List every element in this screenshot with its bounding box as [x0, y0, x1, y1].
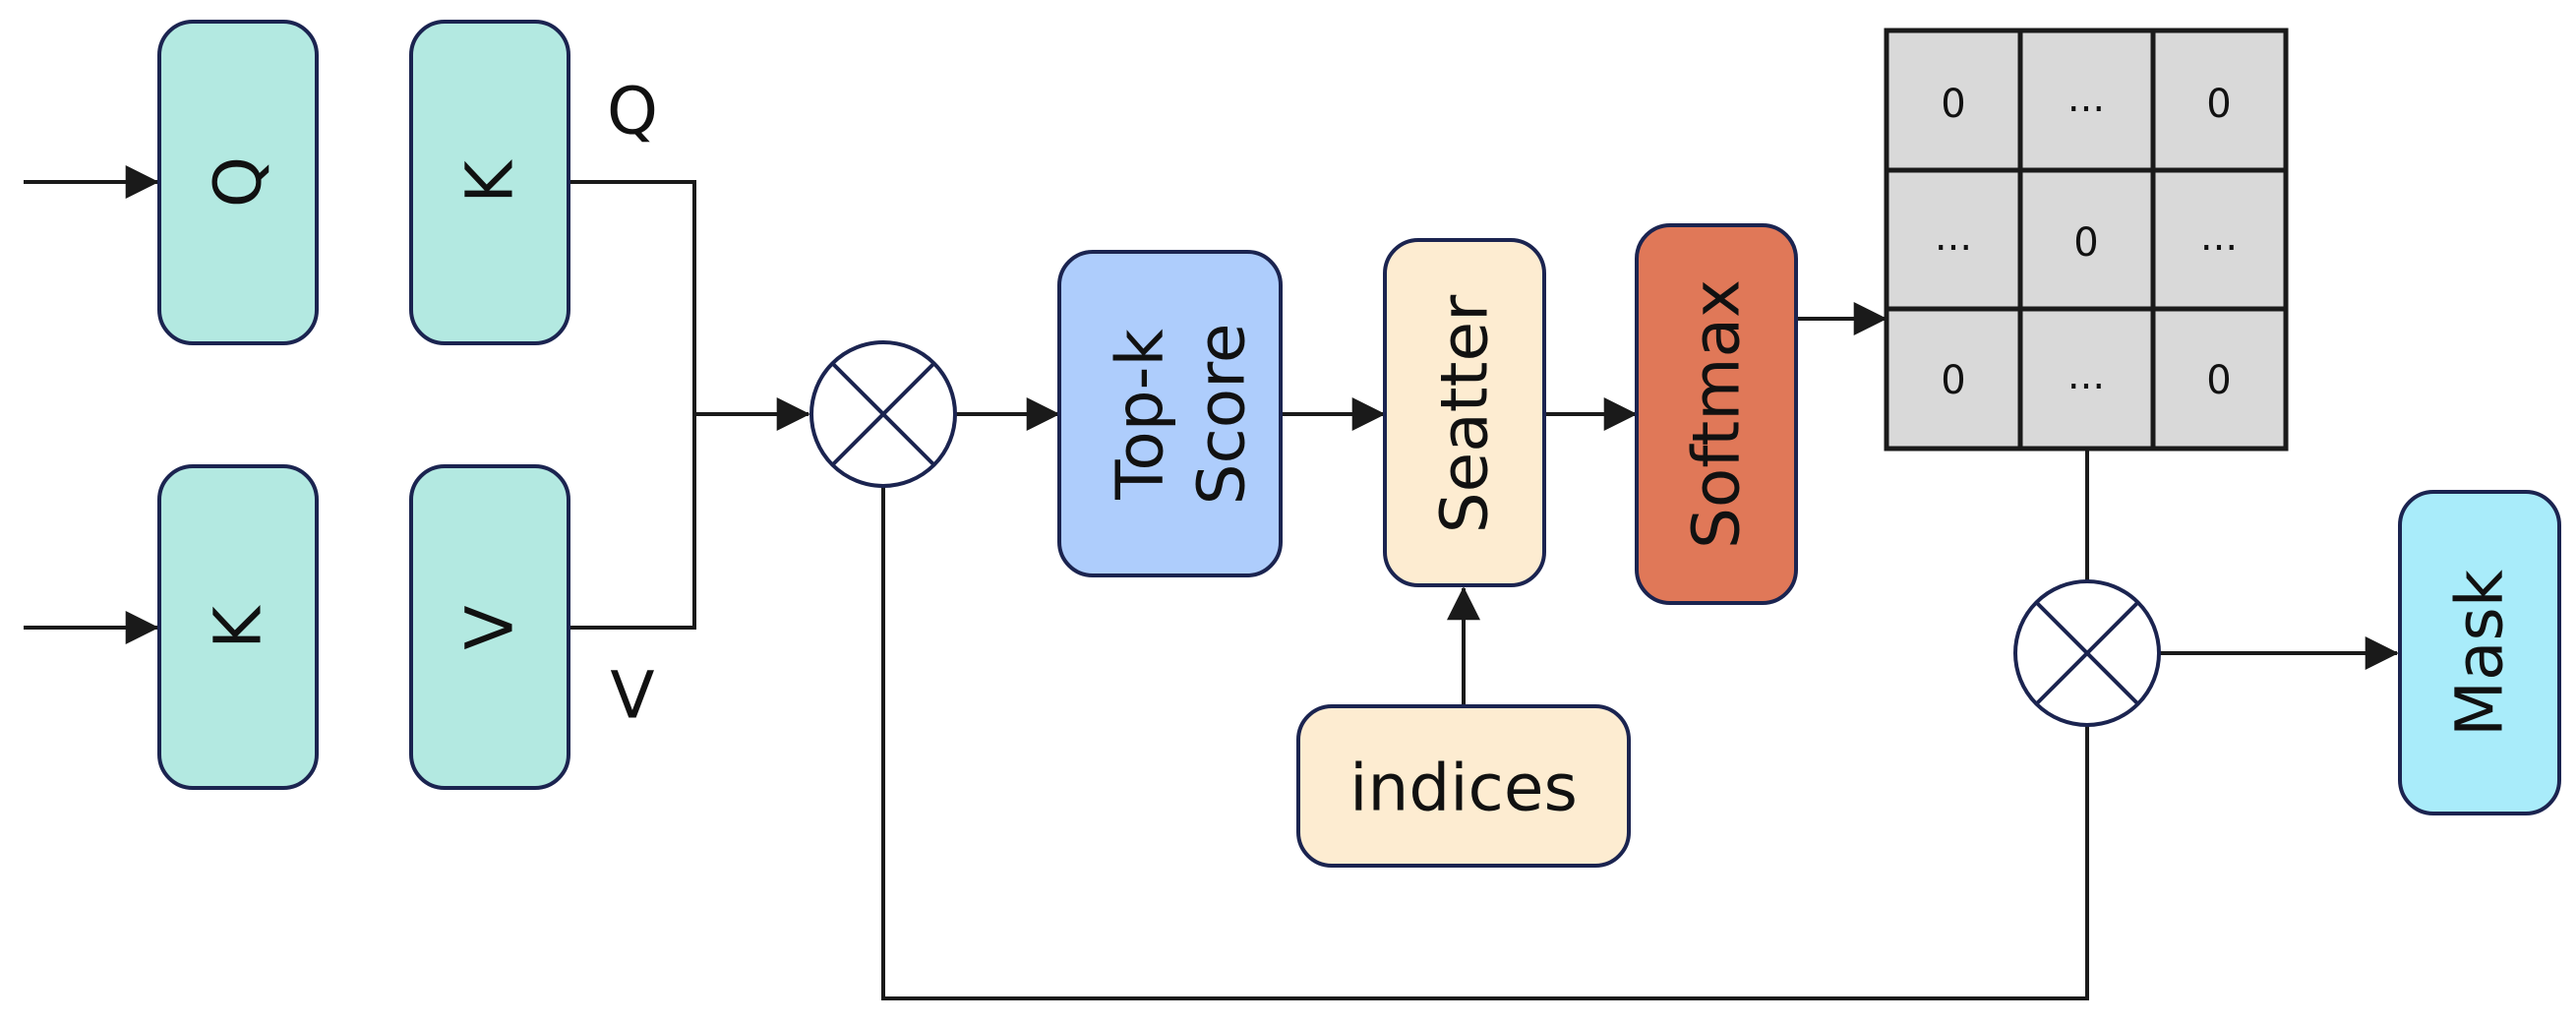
- indices-label: indices: [1349, 751, 1578, 826]
- connections: [24, 165, 2399, 1000]
- v-box: V: [409, 464, 570, 790]
- matrix-cell-1-0: ...: [1935, 214, 1972, 260]
- matrix-cell-0-1: ...: [2067, 76, 2105, 121]
- multiply-operator-2: [2013, 579, 2161, 727]
- matrix-cell-0-2: 0: [2206, 82, 2231, 127]
- matrix-cell-0-0: 0: [1941, 82, 1965, 127]
- matrix-cell-1-2: ...: [2200, 214, 2238, 260]
- topk-score-box: Top-k Score: [1057, 250, 1283, 577]
- v-box-label: V: [452, 605, 528, 649]
- k-box-bottom: K: [157, 464, 319, 790]
- wire-skip-connection: [881, 486, 2089, 1000]
- mask-label: Mask: [2442, 569, 2518, 737]
- scatter-label: Seatter: [1427, 294, 1503, 533]
- k-box-top-label: K: [452, 159, 528, 204]
- attention-matrix: 0 ... 0 ... 0 ... 0 ... 0: [1884, 28, 2289, 452]
- matrix-cell-2-2: 0: [2206, 358, 2231, 403]
- topk-score-label-line2: Score: [1184, 324, 1260, 506]
- softmax-label: Softmax: [1679, 279, 1755, 549]
- wire-k-merge: [569, 180, 696, 630]
- q-box: Q: [157, 20, 319, 345]
- multiply-operator-1: [809, 340, 957, 488]
- matrix-cell-1-1: 0: [2073, 220, 2098, 266]
- side-label-q: Q: [607, 74, 658, 150]
- indices-box: indices: [1296, 704, 1631, 868]
- matrix-cell-2-1: ...: [2067, 353, 2105, 398]
- side-label-v: V: [610, 658, 654, 734]
- mask-box: Mask: [2398, 490, 2561, 815]
- q-box-label: Q: [201, 156, 276, 208]
- softmax-box: Softmax: [1635, 223, 1798, 605]
- k-box-bottom-label: K: [201, 605, 276, 649]
- k-box-top: K: [409, 20, 570, 345]
- scatter-box: Seatter: [1383, 238, 1546, 587]
- topk-score-label-line1: Top-k: [1103, 329, 1178, 501]
- matrix-cell-2-0: 0: [1941, 358, 1965, 403]
